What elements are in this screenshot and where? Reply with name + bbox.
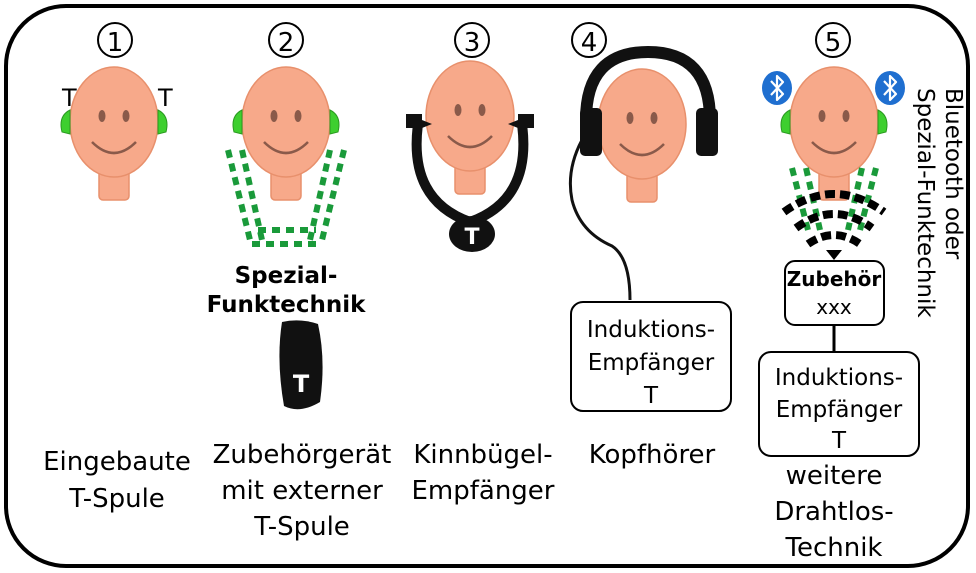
- accessory-line2: xxx: [816, 295, 852, 319]
- side-label-line2: Spezial-Funktechnik: [912, 88, 938, 318]
- face-5: [780, 65, 888, 202]
- induction-5-line1: Induktions-: [775, 365, 903, 391]
- caption-2-line1: Zubehörgerät: [213, 440, 392, 470]
- t-right-label: T: [157, 84, 173, 112]
- chin-strap: T: [406, 114, 534, 252]
- wireless-signal-icon: [781, 190, 887, 248]
- induction-4-line3: T: [643, 383, 659, 409]
- bluetooth-icon: [873, 69, 907, 107]
- headphones: [568, 45, 718, 301]
- side-label-line1: Bluetooth oder: [940, 88, 966, 260]
- device-t-letter: T: [293, 370, 310, 398]
- number-1: 1: [97, 22, 133, 58]
- spezial-label-line1: Spezial-: [235, 263, 338, 289]
- svg-text:5: 5: [825, 28, 842, 58]
- external-coil-device: T: [279, 320, 323, 410]
- chin-t-letter: T: [464, 225, 479, 250]
- caption-4-line1: Kopfhörer: [589, 440, 716, 470]
- outer-frame: [4, 4, 970, 568]
- number-2: 2: [268, 22, 304, 58]
- caption-2-line3: T-Spule: [253, 512, 350, 542]
- number-4: 4: [571, 22, 607, 58]
- spezial-label-line2: Funktechnik: [207, 292, 366, 318]
- side-label: Bluetooth oder Spezial-Funktechnik: [912, 88, 966, 318]
- caption-3-line2: Empfänger: [411, 476, 554, 506]
- induction-box-4: [570, 301, 732, 412]
- svg-text:1: 1: [107, 28, 124, 58]
- bluetooth-icon: [760, 69, 794, 107]
- face-1: [60, 65, 168, 202]
- accessory-line1: Zubehör: [787, 267, 882, 291]
- face-4: [596, 67, 688, 204]
- caption-1-line1: Eingebaute: [43, 447, 191, 477]
- induction-5-line2: Empfänger: [776, 397, 903, 423]
- induction-4-line1: Induktions-: [587, 317, 715, 343]
- induction-box-5: [758, 351, 920, 457]
- induction-5-line3: T: [831, 428, 847, 454]
- caption-1-line2: T-Spule: [68, 484, 165, 514]
- induction-4-line2: Empfänger: [588, 350, 715, 376]
- caption-5-line2: Drahtlos-: [774, 497, 893, 527]
- svg-text:2: 2: [278, 28, 295, 58]
- caption-2-line2: mit externer: [221, 476, 383, 506]
- number-5: 5: [815, 22, 851, 58]
- number-3: 3: [454, 22, 490, 58]
- caption-5-line3: Technik: [785, 533, 883, 563]
- caption-5-line1: weitere: [786, 461, 883, 491]
- face-3: [424, 59, 516, 196]
- caption-3-line1: Kinnbügel-: [413, 440, 552, 470]
- dotted-waves-2: [225, 149, 347, 247]
- svg-text:3: 3: [464, 28, 481, 58]
- signal-tip: [826, 250, 842, 260]
- t-left-label: T: [61, 84, 77, 112]
- svg-text:4: 4: [581, 28, 598, 58]
